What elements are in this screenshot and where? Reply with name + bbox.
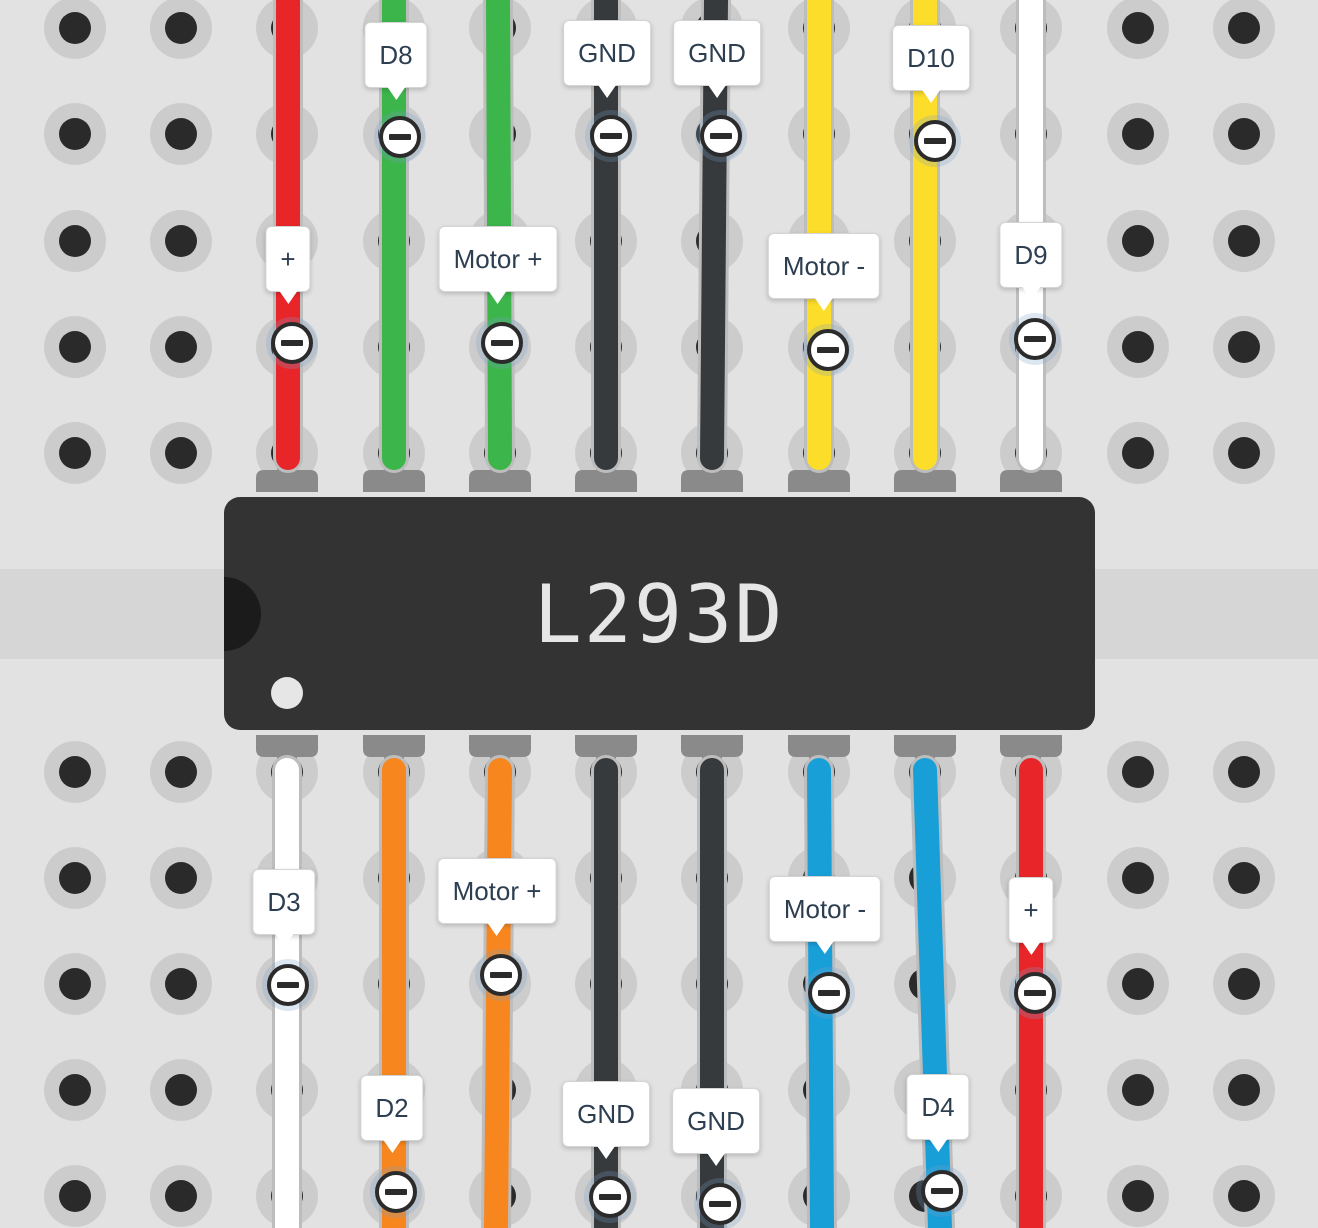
chip-pin-top [788, 470, 850, 492]
hole [165, 862, 197, 894]
hole [1228, 1074, 1260, 1106]
hole [59, 12, 91, 44]
chip-pin-bottom [575, 735, 637, 757]
minus-circle-icon[interactable] [590, 115, 632, 157]
hole [1228, 331, 1260, 363]
minus-circle-icon[interactable] [699, 1183, 741, 1225]
wire-label-bottom-5: Motor - [768, 876, 882, 942]
hole [1228, 756, 1260, 788]
hole [165, 1180, 197, 1212]
wire-label-bottom-0: D3 [252, 869, 316, 935]
wire-label-top-2: Motor + [438, 226, 558, 292]
chip-pin-top [575, 470, 637, 492]
hole [1228, 118, 1260, 150]
wire-label-bottom-1: D2 [360, 1075, 424, 1141]
hole [1122, 225, 1154, 257]
wire-label-bottom-7: + [1008, 877, 1054, 943]
minus-circle-icon[interactable] [700, 115, 742, 157]
hole [1122, 331, 1154, 363]
hole [59, 331, 91, 363]
hole [1122, 756, 1154, 788]
hole [165, 225, 197, 257]
minus-circle-icon[interactable] [808, 972, 850, 1014]
hole [59, 437, 91, 469]
hole [59, 756, 91, 788]
hole [1122, 968, 1154, 1000]
hole [1122, 862, 1154, 894]
hole [1122, 437, 1154, 469]
minus-circle-icon[interactable] [914, 120, 956, 162]
hole [1228, 225, 1260, 257]
chip-notch [224, 577, 261, 651]
chip-pin-top [256, 470, 318, 492]
wire-label-top-6: D10 [892, 25, 970, 91]
minus-circle-icon[interactable] [480, 954, 522, 996]
chip-pin-bottom [256, 735, 318, 757]
minus-circle-icon[interactable] [267, 964, 309, 1006]
chip-pin-bottom [788, 735, 850, 757]
hole [165, 331, 197, 363]
chip-pin-top [681, 470, 743, 492]
hole [1122, 1074, 1154, 1106]
minus-circle-icon[interactable] [589, 1176, 631, 1218]
chip-label: L293D [534, 568, 785, 661]
hole [165, 756, 197, 788]
hole [59, 118, 91, 150]
hole [59, 1074, 91, 1106]
hole [1228, 1180, 1260, 1212]
wire-label-top-4: GND [673, 20, 761, 86]
hole [165, 968, 197, 1000]
hole [59, 968, 91, 1000]
wire-label-bottom-4: GND [672, 1088, 760, 1154]
chip-pin-top [363, 470, 425, 492]
chip-pin-bottom [363, 735, 425, 757]
chip-pin-top [894, 470, 956, 492]
chip-body [224, 497, 1095, 730]
chip-pin-bottom [469, 735, 531, 757]
hole [1228, 862, 1260, 894]
wire-label-bottom-6: D4 [906, 1074, 970, 1140]
chip-pin-bottom [1000, 735, 1062, 757]
hole [165, 12, 197, 44]
hole [1122, 1180, 1154, 1212]
hole [165, 1074, 197, 1106]
chip-pin-top [1000, 470, 1062, 492]
pin1-dot [271, 677, 303, 709]
chip-l293d[interactable]: L293D [224, 497, 1095, 730]
minus-circle-icon[interactable] [271, 322, 313, 364]
hole [1122, 118, 1154, 150]
wire-label-top-3: GND [563, 20, 651, 86]
chip-pin-top [469, 470, 531, 492]
hole [165, 437, 197, 469]
minus-circle-icon[interactable] [481, 322, 523, 364]
wire-label-bottom-2: Motor + [437, 858, 557, 924]
minus-circle-icon[interactable] [379, 116, 421, 158]
wire-label-top-0: + [265, 226, 311, 292]
minus-circle-icon[interactable] [807, 329, 849, 371]
hole [1228, 12, 1260, 44]
hole [1228, 968, 1260, 1000]
hole [1122, 12, 1154, 44]
wire-label-bottom-3: GND [562, 1081, 650, 1147]
wire-label-top-5: Motor - [767, 233, 881, 299]
minus-circle-icon[interactable] [921, 1170, 963, 1212]
minus-circle-icon[interactable] [1014, 318, 1056, 360]
hole [59, 225, 91, 257]
chip-pin-bottom [894, 735, 956, 757]
hole [1228, 437, 1260, 469]
chip-pin-bottom [681, 735, 743, 757]
minus-circle-icon[interactable] [1014, 972, 1056, 1014]
hole [59, 862, 91, 894]
wire-label-top-1: D8 [364, 22, 428, 88]
hole [165, 118, 197, 150]
wire-label-top-7: D9 [999, 222, 1063, 288]
wire-bottom-2[interactable] [484, 758, 512, 1228]
wire-bottom-6[interactable] [913, 758, 952, 1228]
minus-circle-icon[interactable] [375, 1171, 417, 1213]
hole [59, 1180, 91, 1212]
